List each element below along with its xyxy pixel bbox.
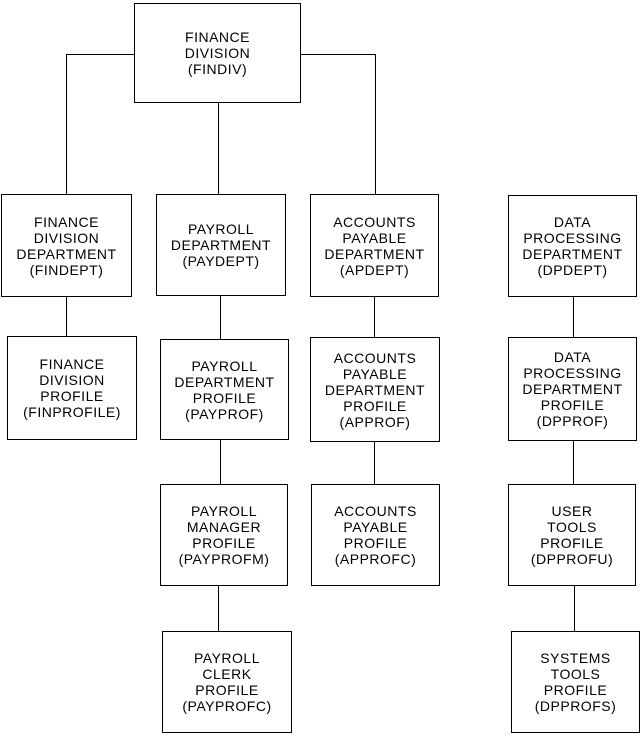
connector-findiv-paydept [218,103,219,194]
org-box-label: DATA PROCESSING DEPARTMENT (DPDEPT) [522,214,623,278]
connector-findiv-apdept-horizontal [300,54,375,55]
org-box-label: ACCOUNTS PAYABLE DEPARTMENT (APDEPT) [324,213,425,278]
org-box-payprofm: PAYROLL MANAGER PROFILE (PAYPROFM) [160,484,288,586]
connector-dpdept-dpprof [573,297,574,337]
org-box-label: DATA PROCESSING DEPARTMENT PROFILE (DPPR… [522,349,623,429]
org-box-payprofc: PAYROLL CLERK PROFILE (PAYPROFC) [162,631,292,733]
connector-findiv-apdept-vertical [375,54,376,194]
org-box-approfc: ACCOUNTS PAYABLE PROFILE (APPROFC) [311,484,440,586]
org-box-finprofile: FINANCE DIVISION PROFILE (FINPROFILE) [7,336,137,440]
connector-findiv-findept-horizontal [66,54,134,55]
org-box-label: FINANCE DIVISION (FINDIV) [184,29,251,77]
org-box-label: FINANCE DIVISION PROFILE (FINPROFILE) [23,356,121,420]
org-box-dpprofu: USER TOOLS PROFILE (DPPROFU) [508,484,636,586]
org-box-label: ACCOUNTS PAYABLE PROFILE (APPROFC) [334,503,417,567]
org-box-apdept: ACCOUNTS PAYABLE DEPARTMENT (APDEPT) [310,194,439,297]
connector-payprof-payprofm [220,440,221,484]
connector-paydept-payprof [220,296,221,339]
org-box-label: PAYROLL MANAGER PROFILE (PAYPROFM) [178,503,270,567]
org-box-dpprofs: SYSTEMS TOOLS PROFILE (DPPROFS) [511,631,640,733]
connector-dpprofu-dpprofs [574,586,575,631]
org-box-label: PAYROLL CLERK PROFILE (PAYPROFC) [182,650,272,714]
org-box-label: SYSTEMS TOOLS PROFILE (DPPROFS) [534,650,617,714]
org-box-findept: FINANCE DIVISION DEPARTMENT (FINDEPT) [1,194,132,297]
connector-findept-finprofile [66,297,67,336]
org-box-findiv: FINANCE DIVISION (FINDIV) [134,3,301,103]
org-box-dpdept: DATA PROCESSING DEPARTMENT (DPDEPT) [508,195,637,297]
connector-apdept-approf [374,297,375,337]
connector-dpprof-dpprofu [573,441,574,484]
org-box-label: ACCOUNTS PAYABLE DEPARTMENT PROFILE (APP… [324,349,426,430]
org-box-payprof: PAYROLL DEPARTMENT PROFILE (PAYPROF) [160,339,289,440]
connector-findiv-findept-vertical [66,54,67,194]
org-box-paydept: PAYROLL DEPARTMENT (PAYDEPT) [156,194,286,296]
org-box-approf: ACCOUNTS PAYABLE DEPARTMENT PROFILE (APP… [310,337,440,442]
org-box-label: PAYROLL DEPARTMENT PROFILE (PAYPROF) [174,357,275,422]
org-box-label: PAYROLL DEPARTMENT (PAYDEPT) [170,221,272,269]
org-box-label: FINANCE DIVISION DEPARTMENT (FINDEPT) [16,213,117,278]
org-box-dpprof: DATA PROCESSING DEPARTMENT PROFILE (DPPR… [508,337,637,441]
connector-payprofm-payprofc [218,586,219,631]
connector-approf-approfc [374,442,375,484]
org-box-label: USER TOOLS PROFILE (DPPROFU) [530,503,614,567]
